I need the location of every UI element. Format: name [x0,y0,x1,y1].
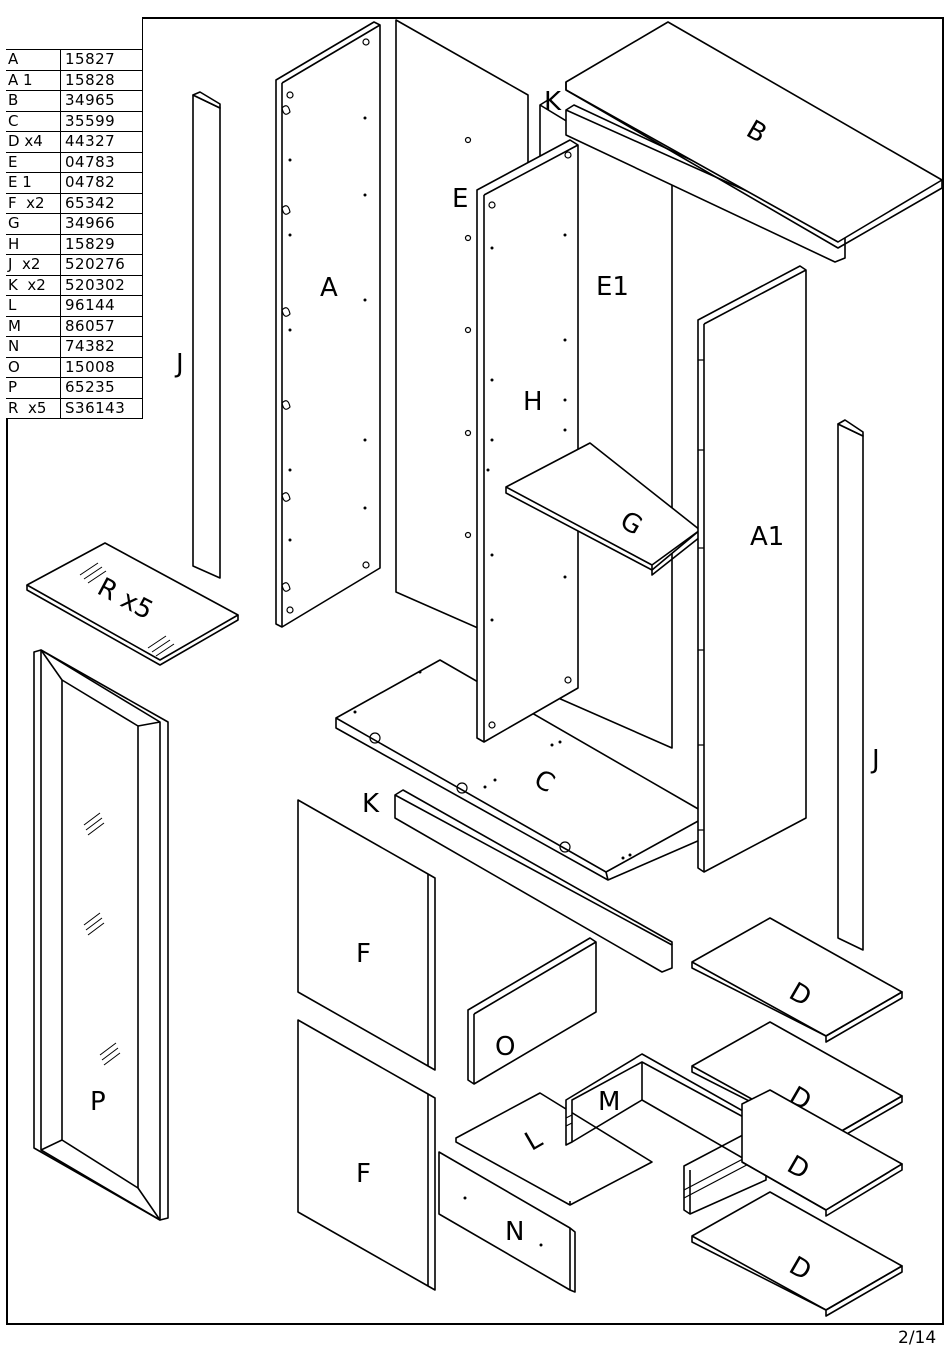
part-code: N [6,337,61,357]
part-number: 65342 [61,194,142,214]
label-a: A [320,273,338,303]
part-code: F x2 [6,194,61,214]
part-number: 96144 [61,296,142,316]
part-code: E [6,153,61,173]
part-number: 34966 [61,214,142,234]
part-a1-side-panel: A1 [698,266,806,872]
part-number: S36143 [61,399,142,419]
label-k-top: K [544,87,562,117]
part-code: C [6,112,61,132]
part-number: 04783 [61,153,142,173]
part-number: 35599 [61,112,142,132]
label-j-left: J [174,349,184,379]
part-o-drawer-back: O [468,938,596,1084]
part-j-left: J [174,92,220,578]
part-h-divider: H [477,140,578,742]
label-f-upper: F [356,939,371,969]
label-a1: A1 [750,522,784,552]
part-code: A [6,50,61,70]
parts-list-header [6,17,142,50]
label-m: M [598,1087,620,1117]
part-d-shelf-1: D [692,918,902,1042]
part-number: 04782 [61,173,142,193]
part-j-right: J [838,420,880,950]
part-number: 520276 [61,255,142,275]
part-a-side-panel: A [276,22,380,627]
part-code: B [6,91,61,111]
part-code: M [6,317,61,337]
label-p: P [90,1087,106,1117]
part-code: R x5 [6,399,61,419]
label-f-lower: F [356,1159,371,1189]
part-number: 15008 [61,358,142,378]
part-code: O [6,358,61,378]
part-code: G [6,214,61,234]
part-number: 44327 [61,132,142,152]
part-code: P [6,378,61,398]
part-number: 15829 [61,235,142,255]
label-k-bottom: K [362,789,380,819]
part-code: A 1 [6,71,61,91]
label-e1: E1 [596,272,629,302]
part-number: 86057 [61,317,142,337]
part-f-door-upper: F [298,800,435,1070]
part-number: 520302 [61,276,142,296]
part-number: 15827 [61,50,142,70]
part-code: J x2 [6,255,61,275]
label-e: E [452,184,468,214]
part-code: E 1 [6,173,61,193]
part-code: H [6,235,61,255]
part-code: K x2 [6,276,61,296]
label-o: O [495,1032,515,1062]
part-d-shelf-4: D [692,1192,902,1316]
part-p-mirror: P [34,650,168,1220]
part-number: 15828 [61,71,142,91]
page-number: 2/14 [898,1328,936,1348]
part-number: 74382 [61,337,142,357]
label-j-right: J [870,745,880,775]
label-h: H [523,387,543,417]
part-code: L [6,296,61,316]
label-n: N [505,1217,524,1247]
part-number: 65235 [61,378,142,398]
part-code: D x4 [6,132,61,152]
part-f-door-lower: F [298,1020,435,1290]
part-number: 34965 [61,91,142,111]
